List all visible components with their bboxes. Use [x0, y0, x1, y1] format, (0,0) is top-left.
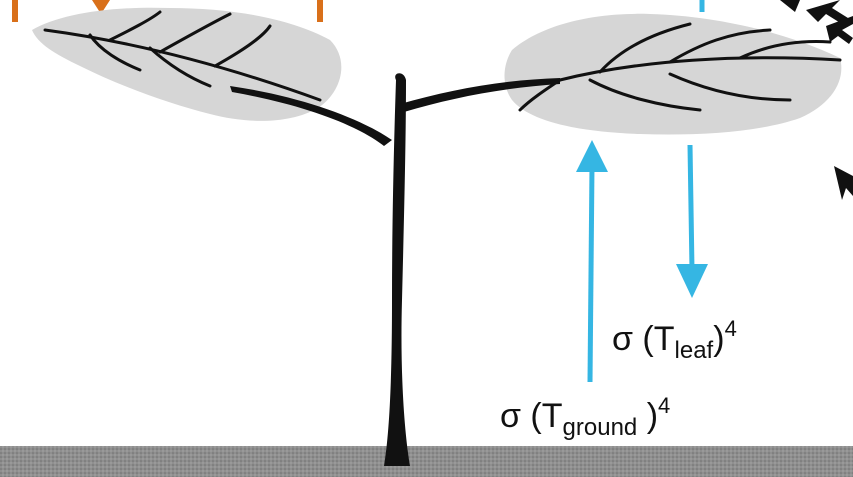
ground-subscript: ground — [562, 414, 638, 441]
ground-close-paren: ) — [637, 397, 659, 435]
ground-sigma-text: σ (T — [500, 397, 563, 435]
ground-emission-label: σ (Tground )4 — [500, 395, 670, 440]
ground-exponent: 4 — [658, 393, 671, 418]
orange-bracket — [12, 0, 323, 22]
right-branch — [400, 78, 560, 112]
leaf-subscript: leaf — [674, 337, 714, 364]
small-arrowhead-icon — [92, 0, 110, 14]
leaf-emission-label: σ (Tleaf)4 — [612, 318, 737, 363]
incoming-arrows-icon — [780, 0, 853, 200]
leaf-close-paren: ) — [713, 320, 725, 358]
downward-radiation-arrow — [676, 144, 708, 298]
upward-radiation-arrow — [576, 140, 608, 383]
leaf-sigma-text: σ (T — [612, 320, 675, 358]
left-branch — [230, 86, 392, 146]
stem — [384, 73, 410, 466]
ground-strip — [0, 446, 853, 477]
leaf-exponent: 4 — [724, 316, 737, 341]
left-leaf-veins — [43, 10, 322, 102]
